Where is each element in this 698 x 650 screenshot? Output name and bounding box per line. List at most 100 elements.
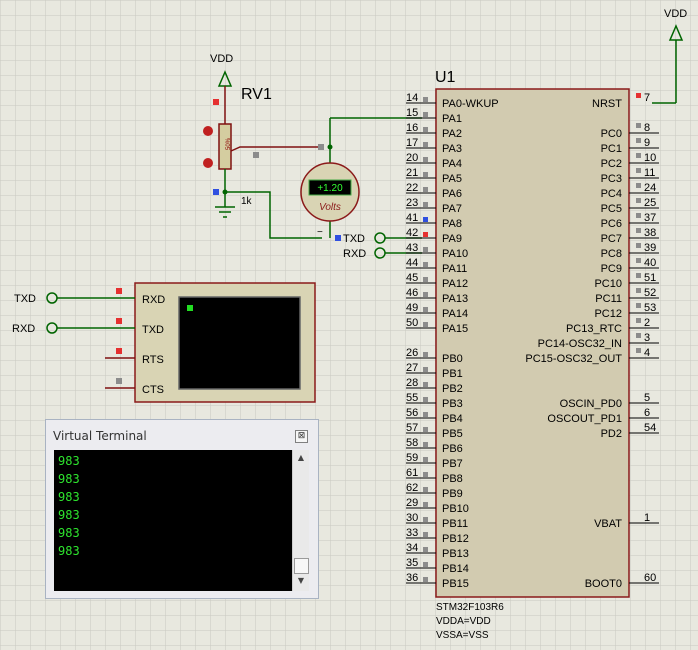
- mcu-vdda-label: VDDA=VDD: [436, 616, 491, 627]
- pin-state-marker: [423, 97, 428, 102]
- pin-name: PB3: [442, 398, 463, 410]
- mcu-body: [435, 88, 630, 598]
- pin-number: 51: [644, 272, 656, 284]
- close-icon[interactable]: ⊠: [295, 430, 308, 443]
- pin-state-marker: [423, 367, 428, 372]
- pin-name: PA15: [442, 323, 468, 335]
- pin-state-marker: [213, 189, 219, 195]
- pot-vdd-label: VDD: [210, 53, 233, 65]
- scroll-up-icon[interactable]: ▲: [297, 453, 305, 462]
- pin-number: 17: [406, 137, 418, 149]
- pin-name: PB0: [442, 353, 463, 365]
- pin-number: 14: [406, 92, 418, 104]
- potentiometer-rv1[interactable]: VDD RV1 50% 1k: [203, 53, 322, 239]
- pin-name: PA5: [442, 173, 462, 185]
- pin-state-marker: [423, 427, 428, 432]
- scroll-thumb[interactable]: [294, 558, 309, 574]
- pin-state-marker: [636, 183, 641, 188]
- pin-name: PC10: [594, 278, 622, 290]
- vdd-terminal-top-right[interactable]: VDD: [652, 8, 687, 104]
- pin-number: 60: [644, 572, 656, 584]
- pin-number: 5: [644, 392, 650, 404]
- pot-down-button-icon[interactable]: [203, 158, 213, 168]
- pin-state-marker: [423, 277, 428, 282]
- mcu-net-labels[interactable]: TXD RXD: [335, 232, 422, 260]
- pin-name: PA11: [442, 263, 467, 275]
- dc-voltmeter[interactable]: − +1.20 Volts: [300, 117, 422, 238]
- pin-number: 52: [644, 287, 656, 299]
- pin-state-marker: [636, 243, 641, 248]
- pin-state-marker: [636, 333, 641, 338]
- pin-number: 36: [406, 572, 418, 584]
- voltmeter-reading: +1.20: [317, 183, 343, 194]
- pin-state-marker: [423, 262, 428, 267]
- pin-name: PC12: [594, 308, 622, 320]
- pin-name: PB7: [442, 458, 463, 470]
- terminal-scrollbar[interactable]: ▲ ▼: [292, 450, 309, 591]
- pot-up-button-icon[interactable]: [203, 126, 213, 136]
- pin-number: 45: [406, 272, 418, 284]
- pin-state-marker: [423, 472, 428, 477]
- scroll-down-icon[interactable]: ▼: [297, 576, 305, 585]
- virtual-terminal-device[interactable]: RXD TXD RTS CTS TXD RXD: [12, 282, 316, 403]
